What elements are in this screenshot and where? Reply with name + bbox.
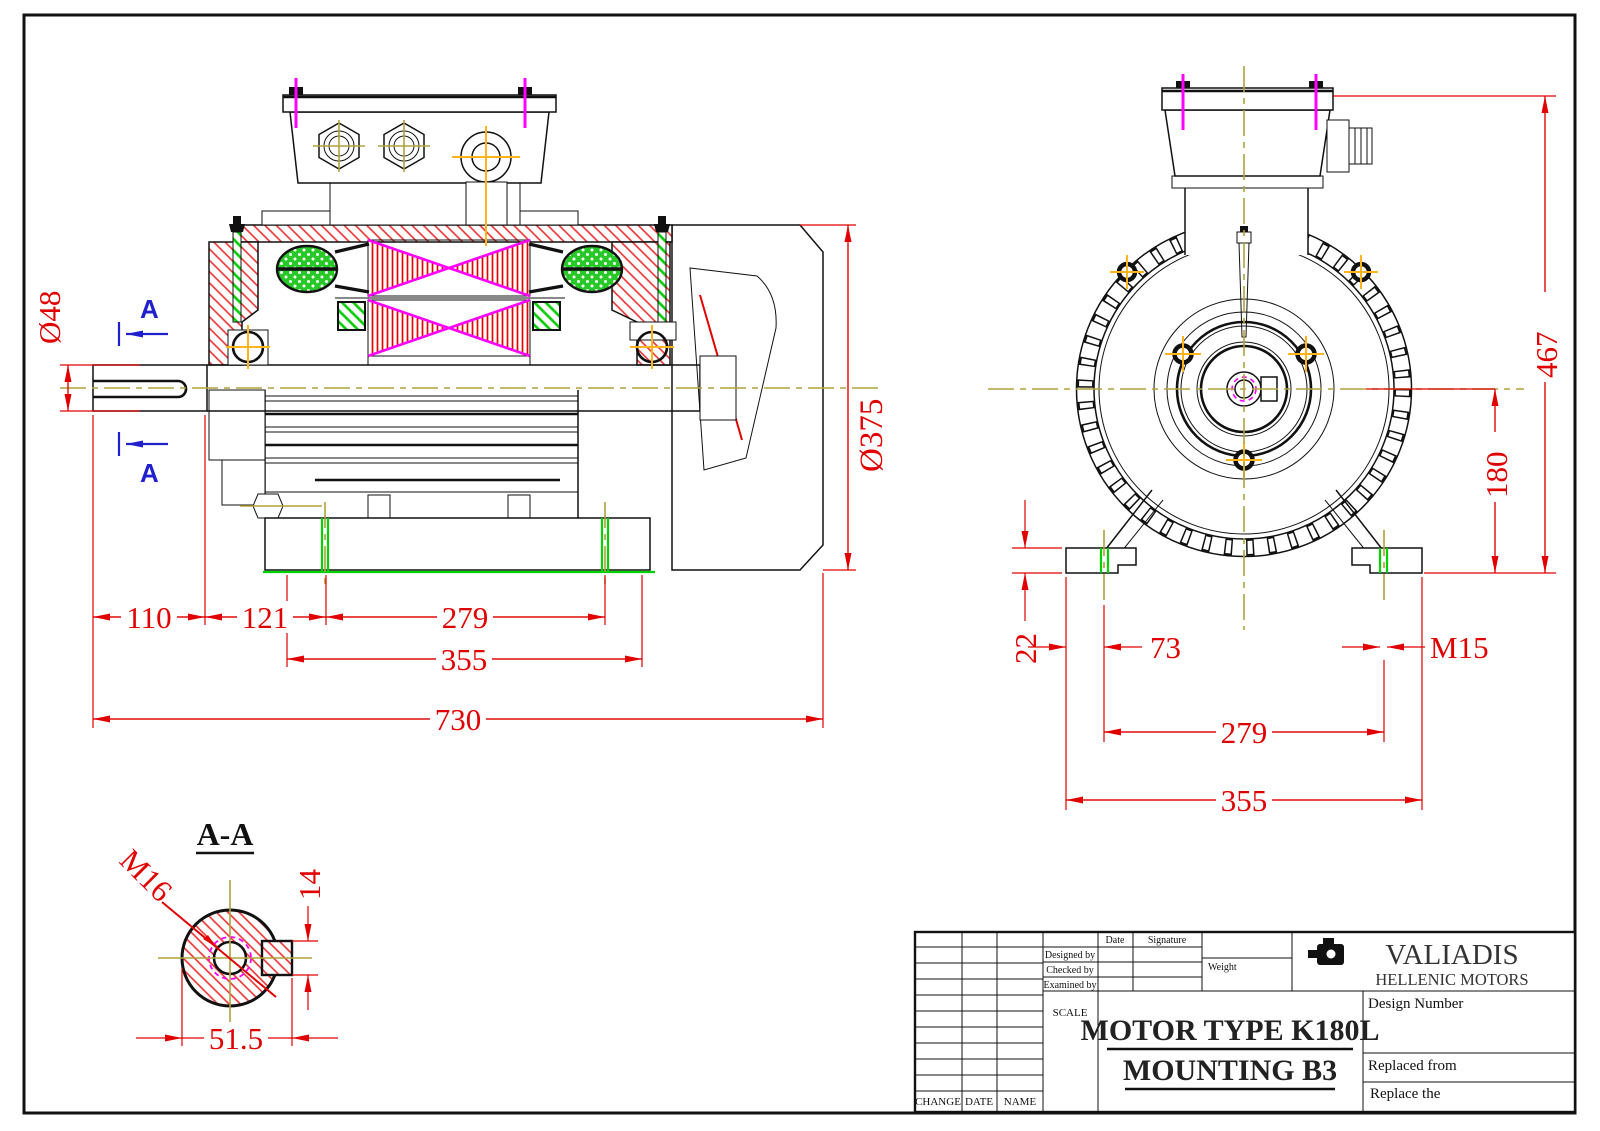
terminal-box-front bbox=[1161, 74, 1373, 255]
dim-730: 730 bbox=[435, 702, 482, 737]
section-aa: A-A M16 14 51.5 bbox=[113, 816, 338, 1056]
bearing-cap-bolt-icon bbox=[1226, 442, 1262, 478]
label-designed-by: Designed by bbox=[1045, 950, 1095, 961]
label-examined-by: Examined by bbox=[1043, 980, 1096, 991]
flange-bolt-icon bbox=[1110, 255, 1144, 289]
dim-180: 180 bbox=[1479, 452, 1514, 499]
label-date: Date bbox=[1106, 935, 1125, 946]
side-view bbox=[60, 78, 880, 590]
label-scale: SCALE bbox=[1053, 1007, 1088, 1019]
label-replaced-from: Replaced from bbox=[1368, 1058, 1457, 1074]
dim-355-front: 355 bbox=[1221, 783, 1268, 818]
page-border bbox=[22, 13, 1577, 1115]
side-view-dimensions: Ø48 A A Ø375 110 121 279 355 730 bbox=[32, 224, 890, 737]
dim-110: 110 bbox=[126, 600, 171, 635]
cable-gland-front-icon bbox=[1326, 119, 1373, 173]
label-replace-the: Replace the bbox=[1370, 1086, 1441, 1102]
cable-gland-icon bbox=[378, 120, 430, 172]
brand-area: VALIADIS HELLENIC MOTORS bbox=[1308, 938, 1529, 989]
section-title: A-A bbox=[197, 816, 254, 852]
col-date: DATE bbox=[965, 1096, 993, 1108]
revision-table: CHANGE DATE NAME bbox=[915, 932, 1044, 1112]
col-name: NAME bbox=[1004, 1096, 1037, 1108]
dim-body-dia: Ø375 bbox=[854, 399, 890, 472]
drawing-title: MOTOR TYPE K180L MOUNTING B3 bbox=[1081, 991, 1380, 1112]
dim-14: 14 bbox=[292, 869, 327, 901]
dim-467: 467 bbox=[1529, 332, 1564, 379]
section-label-top: A bbox=[140, 294, 159, 324]
title-block: CHANGE DATE NAME Date Signature Designed… bbox=[913, 930, 1577, 1114]
dim-22: 22 bbox=[1008, 633, 1043, 664]
cable-gland-icon bbox=[313, 120, 365, 172]
front-view-dimensions: 467 180 22 73 M15 279 355 bbox=[1008, 95, 1564, 818]
dim-279-front: 279 bbox=[1221, 715, 1268, 750]
dim-279-side: 279 bbox=[442, 600, 489, 635]
brand-subtitle: HELLENIC MOTORS bbox=[1375, 970, 1528, 989]
dim-51-5: 51.5 bbox=[209, 1021, 263, 1056]
bearing-cap-bolt-icon bbox=[1165, 336, 1201, 372]
bearing-cap-bolt-icon bbox=[1288, 336, 1324, 372]
reference-cells: Design Number Replaced from Replace the bbox=[1363, 996, 1575, 1102]
label-signature: Signature bbox=[1148, 935, 1187, 946]
motor-logo-icon bbox=[1308, 938, 1344, 965]
motor-type-title: MOTOR TYPE K180L bbox=[1081, 1014, 1380, 1047]
section-label-bottom: A bbox=[140, 458, 159, 488]
terminal-box-side bbox=[282, 78, 557, 226]
eyebolt-icon bbox=[452, 126, 520, 246]
dim-m16: M16 bbox=[113, 842, 179, 908]
rear-bearing bbox=[629, 321, 677, 369]
section-cut-marker: A A bbox=[117, 294, 168, 488]
dim-121: 121 bbox=[242, 600, 289, 635]
stator-core bbox=[367, 238, 531, 298]
dim-shaft-dia: Ø48 bbox=[32, 291, 67, 344]
label-checked-by: Checked by bbox=[1046, 965, 1094, 976]
rotor-core bbox=[367, 298, 531, 358]
brand-name: VALIADIS bbox=[1385, 939, 1518, 971]
winding-end-turns bbox=[275, 242, 624, 294]
col-change: CHANGE bbox=[915, 1096, 961, 1108]
flange-bolt-icon bbox=[1344, 255, 1378, 289]
dim-73: 73 bbox=[1150, 630, 1181, 665]
signature-table: Date Signature Designed by Checked by Ex… bbox=[1043, 932, 1575, 1112]
front-bearing bbox=[226, 325, 270, 369]
mounting-title: MOUNTING B3 bbox=[1123, 1054, 1337, 1087]
dim-m15: M15 bbox=[1430, 630, 1489, 665]
label-design-number: Design Number bbox=[1368, 996, 1463, 1012]
label-weight: Weight bbox=[1208, 962, 1237, 973]
dim-355-side: 355 bbox=[441, 642, 488, 677]
front-view bbox=[988, 66, 1524, 630]
